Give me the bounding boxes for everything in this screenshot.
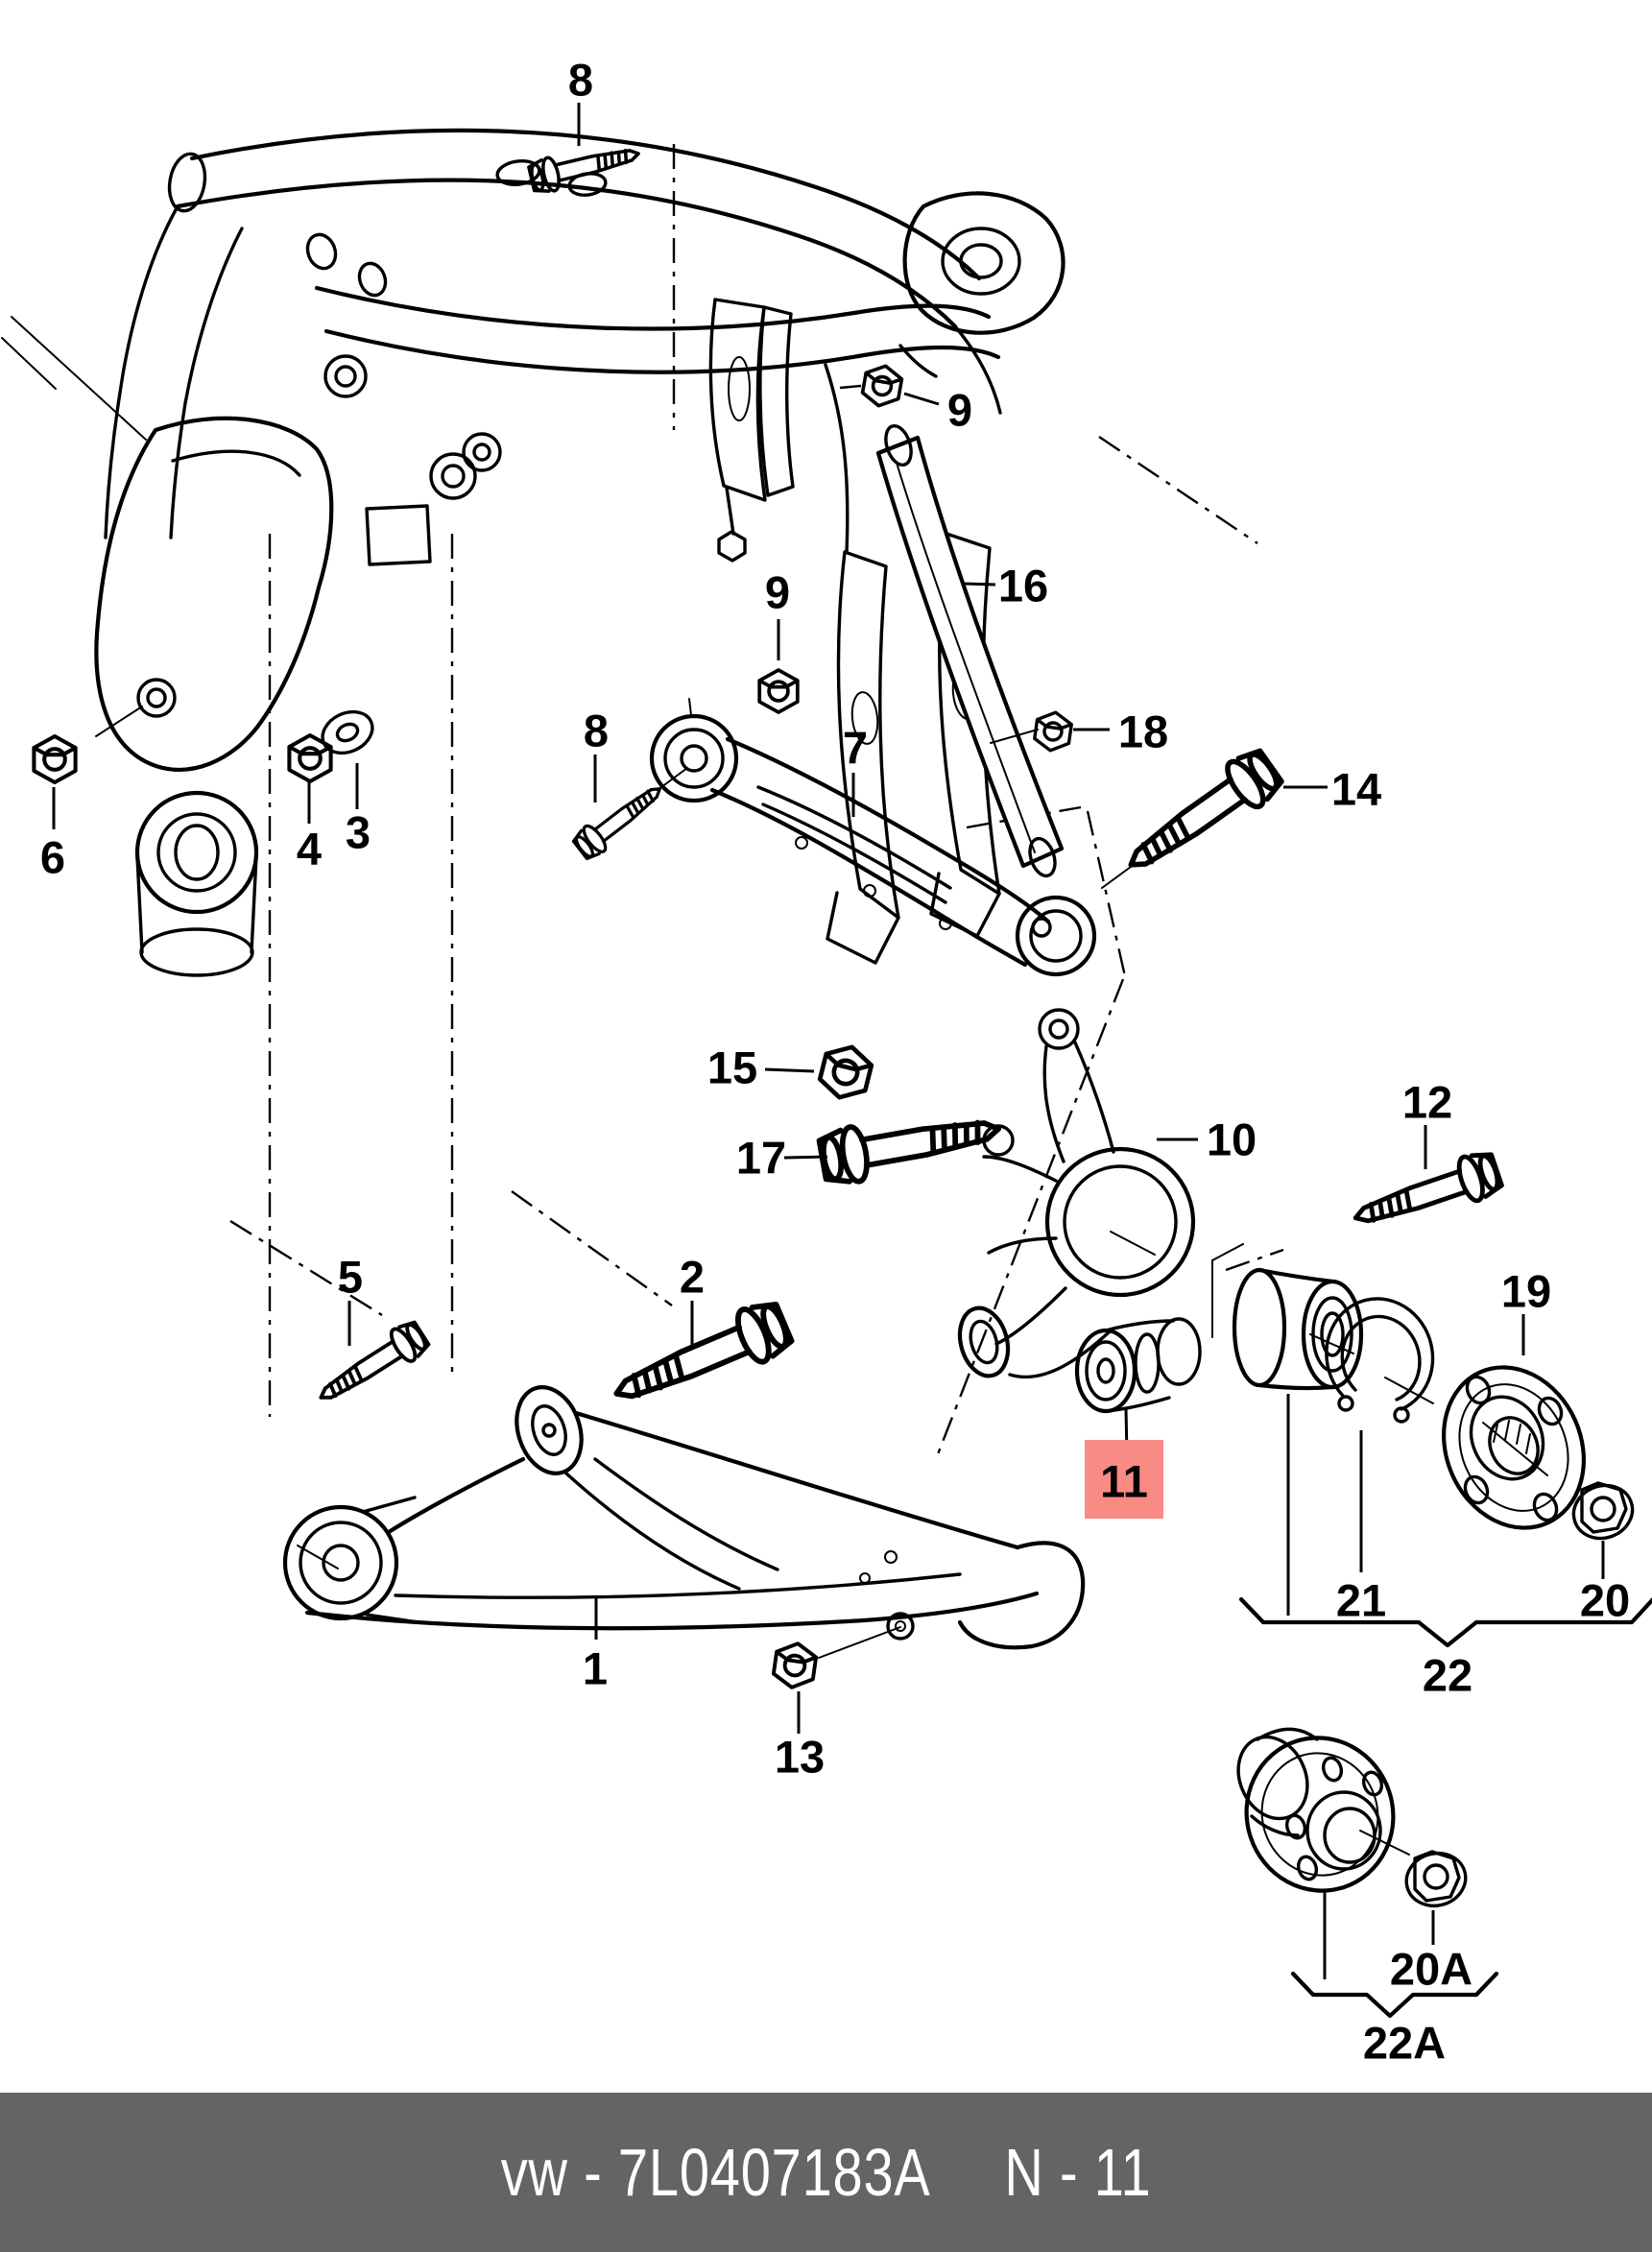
bolt-8-mid <box>568 775 671 864</box>
lower-control-arm <box>282 1385 1086 1650</box>
bolt-14 <box>1115 745 1285 887</box>
part-label-17: 17 <box>736 1133 786 1184</box>
construction-lines <box>229 144 1284 1460</box>
nut-6 <box>34 736 75 782</box>
part-label-15: 15 <box>707 1042 757 1093</box>
leader-line-16 <box>963 582 996 587</box>
wheel-bearing-housing <box>957 1008 1196 1379</box>
part-label-18: 18 <box>1118 707 1168 757</box>
nut-13 <box>770 1639 820 1692</box>
part-label-4: 4 <box>297 824 322 874</box>
nut-9-mid <box>757 668 800 714</box>
bolt-5 <box>309 1315 434 1415</box>
nut-9-top <box>858 361 906 411</box>
tie-rod-link <box>875 423 1065 878</box>
rear-subframe <box>1 128 1065 965</box>
part-label-16: 16 <box>998 561 1048 611</box>
pivot-bushing <box>1074 1317 1202 1414</box>
brace-22A <box>1290 1971 1499 2019</box>
part-label-21: 21 <box>1336 1575 1386 1626</box>
part-label-11: 11 <box>1100 1456 1148 1507</box>
hub-unit-assembly <box>1236 1727 1468 1907</box>
part-label-20: 20 <box>1580 1575 1630 1626</box>
footer-text: vw - 7L0407183A N - 11 <box>501 2134 1152 2211</box>
part-label-22: 22 <box>1423 1650 1472 1701</box>
wheel-bearing <box>1232 1267 1364 1391</box>
part-label-20A: 20A <box>1390 1944 1472 1995</box>
part-label-13: 13 <box>775 1732 825 1783</box>
part-label-22A: 22A <box>1363 2018 1446 2069</box>
part-label-19: 19 <box>1501 1266 1551 1317</box>
nut-18 <box>1031 707 1075 755</box>
leader-line-17 <box>783 1155 828 1160</box>
part-label-14: 14 <box>1331 764 1381 815</box>
part-label-8: 8 <box>584 706 609 756</box>
leader-line-9 <box>903 392 940 406</box>
subframe-left-mount <box>94 416 334 977</box>
hub-nut <box>1571 1481 1635 1541</box>
part-label-6: 6 <box>40 832 65 883</box>
footer-page-code: N - 11 <box>1004 2135 1152 2210</box>
footer-bar: vw - 7L0407183A N - 11 <box>0 2093 1652 2252</box>
footer-part-number: vw - 7L0407183A <box>500 2135 931 2210</box>
nut-15 <box>817 1042 874 1103</box>
leader-line-15 <box>764 1067 815 1073</box>
part-label-10: 10 <box>1207 1114 1257 1165</box>
wheel-hub <box>1442 1365 1586 1530</box>
part-label-9: 9 <box>765 567 790 618</box>
part-label-2: 2 <box>680 1252 705 1303</box>
bolt-2 <box>606 1297 795 1420</box>
part-label-12: 12 <box>1402 1077 1452 1128</box>
upper-control-arm <box>649 698 1097 977</box>
highlight-box-11 <box>1085 1440 1163 1519</box>
brace-22 <box>1238 1596 1652 1648</box>
aux-lines <box>95 706 1410 1979</box>
bolt-17 <box>818 1102 1003 1187</box>
part-label-9: 9 <box>947 385 972 436</box>
part-label-5: 5 <box>338 1252 363 1303</box>
part-label-3: 3 <box>346 807 371 858</box>
part-label-8: 8 <box>568 55 593 106</box>
part-label-7: 7 <box>843 723 868 774</box>
circlip <box>1325 1297 1435 1424</box>
washer-3 <box>321 709 374 755</box>
part-label-1: 1 <box>583 1643 608 1694</box>
